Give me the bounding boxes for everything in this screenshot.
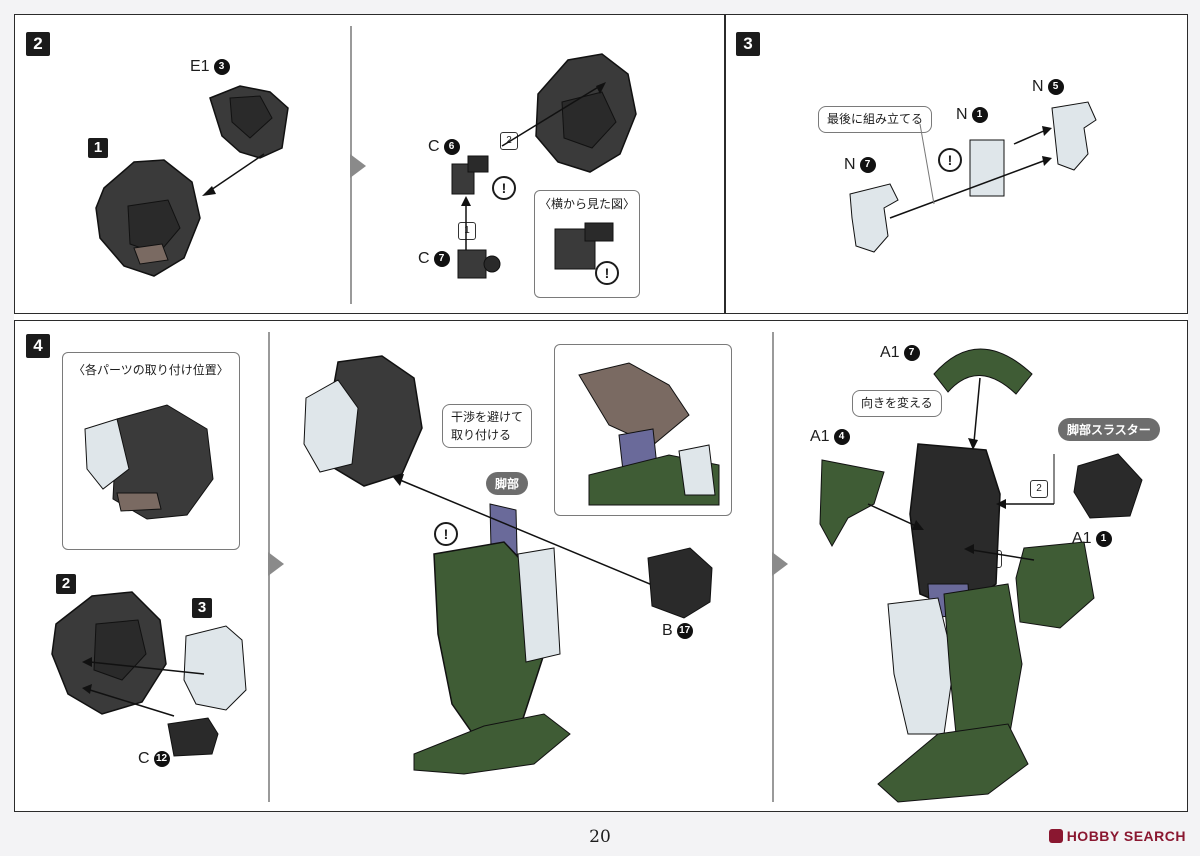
part-a1-7 xyxy=(933,348,1033,395)
part-a1-4 xyxy=(819,459,885,548)
part-positions-inset: 〈各パーツの取り付け位置〉 xyxy=(62,352,240,550)
order-mark-2b: 2 xyxy=(1030,480,1048,498)
detail-zoom-inset xyxy=(554,344,732,516)
part-clear-armor-3 xyxy=(183,625,247,711)
step-3-panel xyxy=(724,14,1188,314)
head-assembly-2 xyxy=(535,53,637,173)
part-label-text: A1 xyxy=(810,428,830,445)
sub-step-1-badge: 1 xyxy=(88,138,108,158)
step-number-2: 2 xyxy=(26,32,50,56)
assembly-arrow-c6 xyxy=(501,82,606,147)
part-number-badge: 1 xyxy=(1095,530,1112,547)
note-assemble-last: 最後に組み立てる xyxy=(818,106,933,133)
part-number-badge: 4 xyxy=(833,428,850,445)
part-label-text: N xyxy=(844,156,856,173)
side-view-inset: 〈横から見た図〉 ! xyxy=(534,190,640,298)
part-label-text: A1 xyxy=(880,344,900,361)
leg-assembly-mid xyxy=(413,503,571,775)
step-2-panel xyxy=(14,14,726,314)
part-label-text: C xyxy=(428,138,440,155)
side-view-title: 〈横から見た図〉 xyxy=(539,197,636,211)
caution-mark: ! xyxy=(434,522,458,546)
part-label-text: N xyxy=(1032,78,1044,95)
sub-step-3-badge: 3 xyxy=(192,598,212,618)
part-number-badge: 12 xyxy=(153,750,170,767)
assembly-arrows-right xyxy=(867,377,1055,561)
caution-mark: ! xyxy=(595,261,619,285)
part-number-badge: 7 xyxy=(859,156,876,173)
part-positions-title: 〈各パーツの取り付け位置〉 xyxy=(73,363,229,377)
watermark-icon xyxy=(1048,829,1063,843)
part-a1-1 xyxy=(1015,541,1095,629)
step-flow-arrow xyxy=(350,154,366,178)
note-avoid-interference: 干渉を避けて 取り付ける xyxy=(442,404,533,448)
part-c7 xyxy=(457,249,501,279)
part-c6 xyxy=(451,155,489,195)
step-flow-arrow xyxy=(268,552,284,576)
caution-mark: ! xyxy=(938,148,962,172)
order-mark-1: 1 xyxy=(458,222,476,240)
part-number-badge: 7 xyxy=(903,344,920,361)
part-number-badge: 3 xyxy=(213,58,230,75)
part-label-text: C xyxy=(418,250,430,267)
part-n7 xyxy=(849,183,899,253)
assembly-arrows-step4-left xyxy=(82,657,205,717)
note-line-2: 取り付ける xyxy=(451,428,512,442)
assembly-arrows-step3 xyxy=(889,123,1052,219)
part-number-badge: 5 xyxy=(1047,78,1064,95)
head-part-e1 xyxy=(209,85,289,159)
watermark-text: HOBBY SEARCH xyxy=(1066,828,1186,844)
part-label-text: C xyxy=(138,750,150,767)
part-n5 xyxy=(1051,101,1097,171)
step-flow-arrow xyxy=(772,552,788,576)
caution-mark: ! xyxy=(492,176,516,200)
leg-assembly-right xyxy=(877,443,1029,803)
positions-illustration xyxy=(84,404,214,520)
part-number-badge: 6 xyxy=(443,138,460,155)
part-c12 xyxy=(167,717,219,757)
part-label-text: E1 xyxy=(190,58,210,75)
note-change-direction: 向きを変える xyxy=(852,390,942,417)
head-assembly-1 xyxy=(95,159,201,277)
part-label-text: B xyxy=(662,622,673,639)
note-line-1: 干渉を避けて xyxy=(451,410,524,424)
page-number: 20 xyxy=(589,827,611,847)
assembly-line-mid xyxy=(392,474,675,595)
step-number-3: 3 xyxy=(736,32,760,56)
part-number-badge: 7 xyxy=(433,250,450,267)
watermark: HOBBY SEARCH xyxy=(1048,828,1186,844)
leg-thruster-tag: 脚部スラスター xyxy=(1058,418,1160,441)
sub-step-2-badge: 2 xyxy=(56,574,76,594)
step-4-panel xyxy=(14,320,1188,812)
detail-zoom-illustration xyxy=(578,362,720,506)
head-assembly-mid xyxy=(303,355,423,487)
part-label-text: N xyxy=(956,106,968,123)
assembly-arrow-e1 xyxy=(202,153,265,196)
leg-tag: 脚部 xyxy=(486,472,529,495)
side-view-part xyxy=(554,222,614,270)
part-number-badge: 1 xyxy=(971,106,988,123)
head-assembly-step4 xyxy=(51,591,167,715)
part-b17 xyxy=(647,547,713,619)
part-number-badge: 17 xyxy=(676,622,693,639)
step-number-4: 4 xyxy=(26,334,50,358)
part-leg-thruster xyxy=(1073,453,1143,519)
